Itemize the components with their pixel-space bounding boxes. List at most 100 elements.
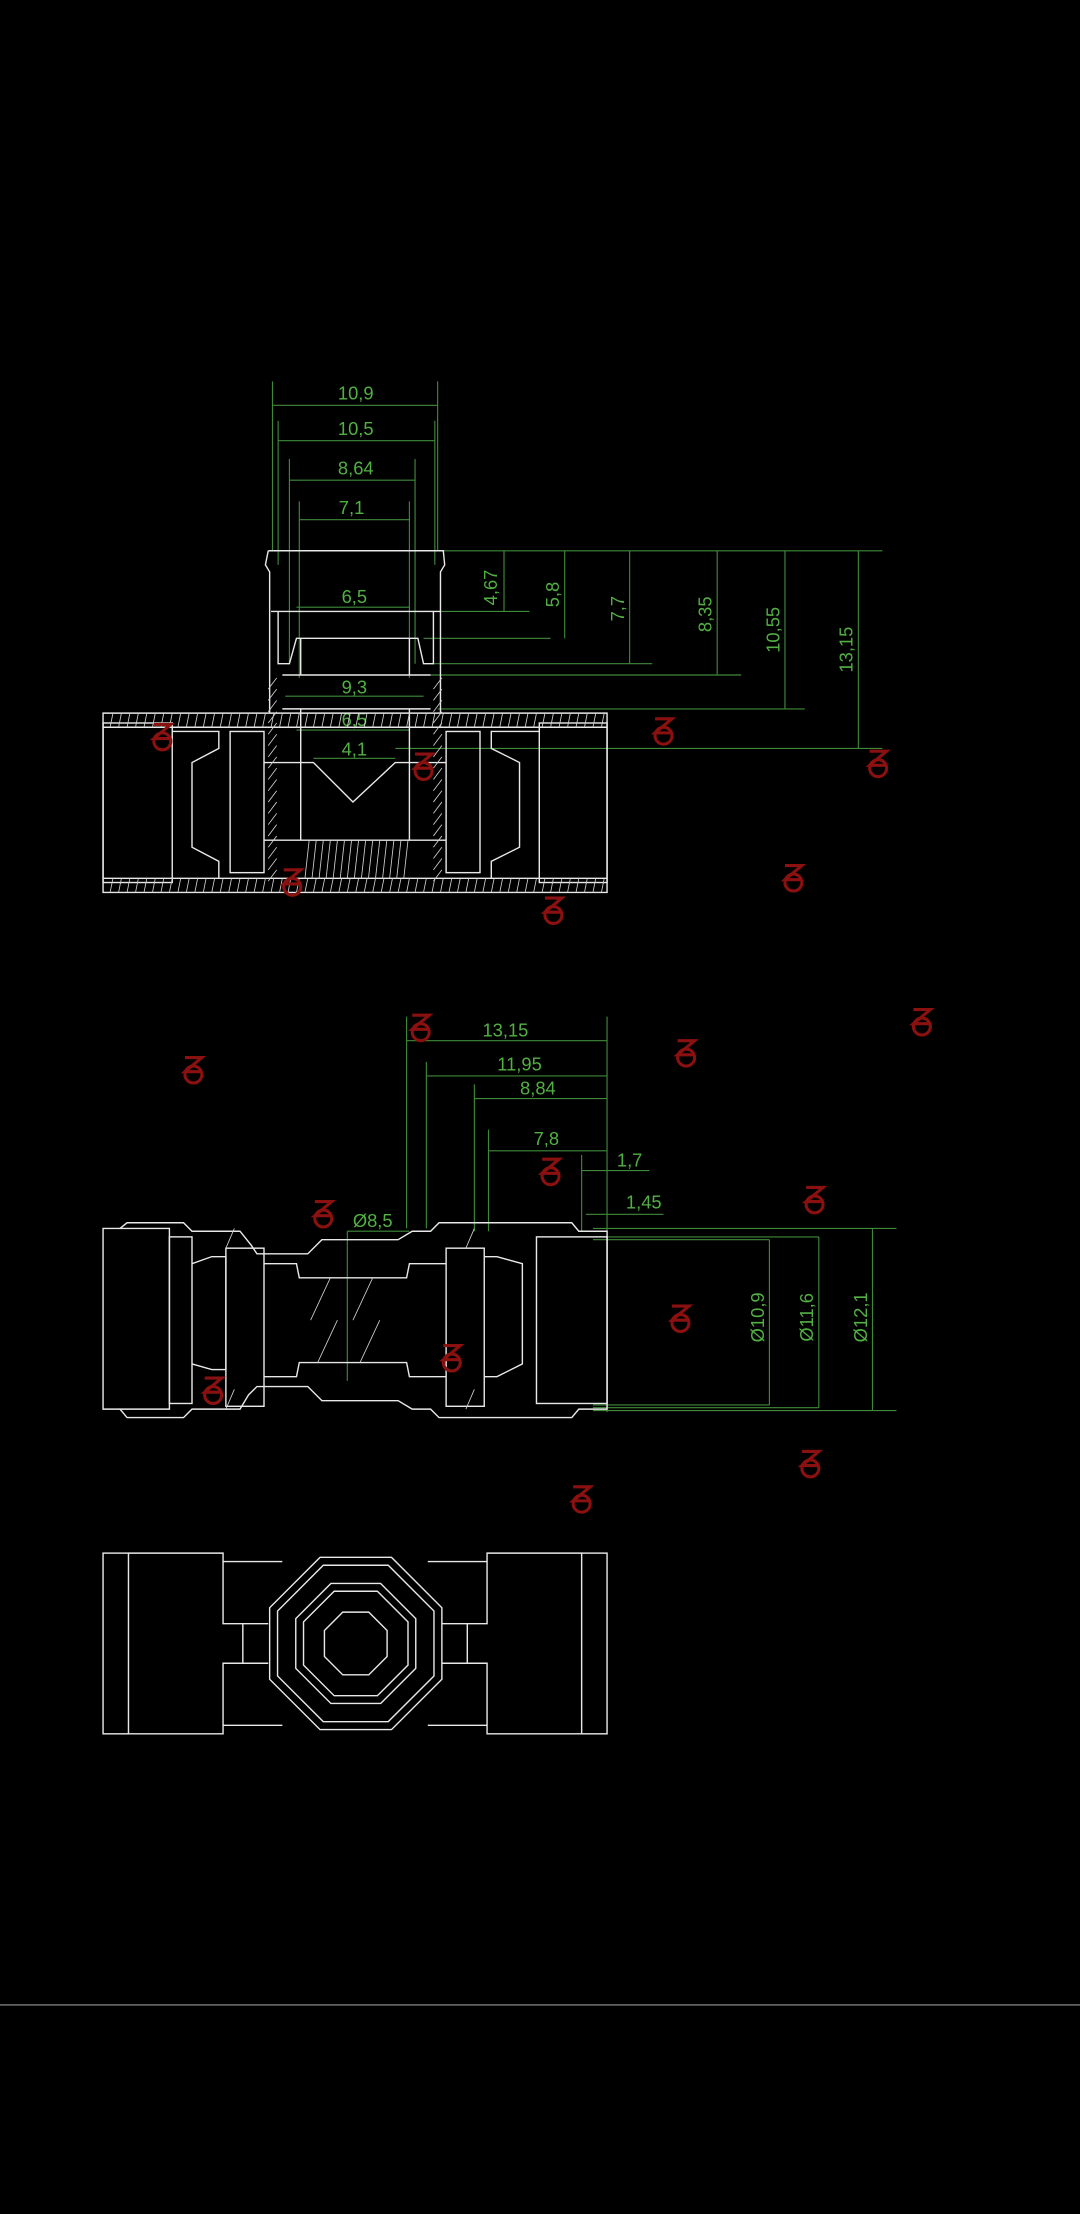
hatch-line xyxy=(355,878,360,893)
hatch-line xyxy=(325,840,331,879)
hatch-line xyxy=(177,713,182,728)
hatch-line xyxy=(433,801,443,814)
hatch-line xyxy=(185,713,190,728)
hatch-line xyxy=(109,713,114,728)
hatch-line xyxy=(433,858,443,871)
hatch-line xyxy=(406,713,410,728)
hatch-line xyxy=(329,713,334,728)
dim-label: 8,84 xyxy=(520,1077,556,1098)
hatch-line xyxy=(338,878,343,893)
hatch-line xyxy=(126,713,131,728)
hatch-line xyxy=(433,722,443,735)
side-hatching xyxy=(225,1228,475,1410)
hatch-line xyxy=(389,840,395,879)
hatch-line xyxy=(267,767,278,780)
dim-label: 7,1 xyxy=(339,497,365,518)
dim-label: 1,45 xyxy=(626,1192,662,1213)
hatch-line xyxy=(211,878,216,893)
hatch-line xyxy=(456,713,461,728)
hatch-line xyxy=(296,713,300,728)
watermark-logo-icon xyxy=(180,1056,207,1085)
hatch-line xyxy=(397,713,402,728)
watermark-logo-icon xyxy=(909,1008,935,1037)
hatch-line xyxy=(267,869,278,882)
dim-label: 10,9 xyxy=(338,383,374,404)
dim-label: 8,64 xyxy=(338,458,374,479)
hatch-line xyxy=(433,813,443,825)
hatch-line xyxy=(267,846,278,859)
watermark-logo-icon xyxy=(200,1376,226,1406)
hatch-line xyxy=(465,878,470,893)
side-geometry xyxy=(102,1222,608,1419)
hatch-line xyxy=(219,878,224,893)
bore-octagon xyxy=(323,1611,388,1676)
hatch-line xyxy=(329,878,334,893)
dim-label: Ø10,9 xyxy=(747,1292,768,1342)
dim-label: 13,15 xyxy=(836,627,857,673)
side-extension-lines xyxy=(406,1016,897,1412)
hatch-line xyxy=(431,878,436,893)
dim-label: Ø8,5 xyxy=(353,1210,393,1231)
hatch-line xyxy=(262,878,266,893)
hatch-line xyxy=(368,840,374,879)
hatch-line xyxy=(490,878,495,893)
hatch-line xyxy=(262,713,266,728)
hatch-line xyxy=(321,878,326,893)
watermark-logo-icon xyxy=(537,1157,564,1187)
hatch-line xyxy=(353,840,360,879)
section-horizontal-dim-lines xyxy=(272,404,438,759)
hatch-line xyxy=(321,713,326,728)
hatch-line xyxy=(541,713,546,728)
hatch-line xyxy=(550,713,554,728)
hatch-line xyxy=(414,878,419,893)
hatch-line xyxy=(267,813,278,825)
hatch-line xyxy=(253,713,258,728)
hatch-line xyxy=(433,779,443,792)
hatch-line xyxy=(126,878,131,893)
hatch-line xyxy=(118,713,122,728)
hatch-line xyxy=(228,713,232,728)
dim-label: 4,1 xyxy=(342,738,368,759)
hatch-line xyxy=(533,878,537,893)
dim-label: 11,95 xyxy=(497,1053,542,1074)
hatch-line xyxy=(355,713,360,728)
hatch-line xyxy=(228,878,232,893)
hatch-line xyxy=(185,878,190,893)
watermark-logo-icon xyxy=(149,722,176,752)
watermark-logo-icon xyxy=(540,896,567,926)
hatch-line xyxy=(267,835,278,848)
hatch-line xyxy=(339,840,345,879)
hatch-line xyxy=(473,713,478,728)
section-geometry xyxy=(102,550,608,894)
hatch-line xyxy=(152,713,156,728)
hatch-line xyxy=(433,711,443,724)
hatch-line xyxy=(440,713,444,728)
inner-octagon xyxy=(295,1582,417,1705)
bottom-view xyxy=(102,1552,608,1735)
hatch-line xyxy=(558,713,563,728)
hatch-line xyxy=(524,878,529,893)
hatch-line xyxy=(414,713,419,728)
hatch-line xyxy=(403,840,409,879)
watermark-logo-icon xyxy=(780,864,807,893)
hatch-line xyxy=(516,713,520,728)
hex-nut-chamfer xyxy=(276,1564,435,1723)
hatch-line xyxy=(236,878,241,893)
hatch-line xyxy=(143,878,148,893)
hatch-line xyxy=(499,713,504,728)
hatch-line xyxy=(346,840,352,879)
hatch-line xyxy=(600,713,605,728)
hatch-line xyxy=(202,713,207,728)
dim-label: 5,8 xyxy=(542,582,563,608)
hatch-line xyxy=(433,835,443,848)
hatch-line xyxy=(431,713,436,728)
watermark-logo-icon xyxy=(801,1185,828,1215)
hatch-line xyxy=(363,878,368,893)
watermark-logo-icon xyxy=(797,1449,824,1479)
hatch-line xyxy=(440,878,444,893)
hatch-line xyxy=(312,878,317,893)
hatch-line xyxy=(380,878,385,893)
dim-label: 10,55 xyxy=(762,607,783,653)
hatch-line xyxy=(267,756,278,769)
